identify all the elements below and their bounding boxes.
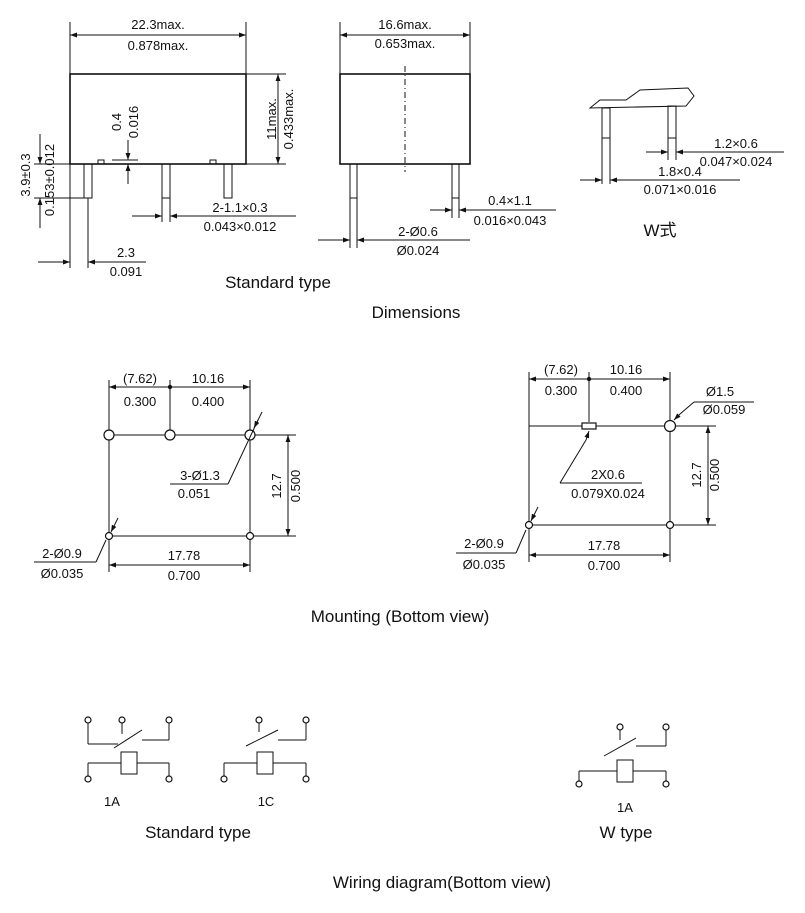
pin-size-in-label: 0.043×0.012 bbox=[204, 219, 277, 234]
mount-left-width-in: 0.700 bbox=[168, 568, 201, 583]
w-pin-a-in-label: 0.047×0.024 bbox=[700, 154, 773, 169]
mounting-hole bbox=[244, 429, 256, 441]
mount-right-slot-mm: 2X0.6 bbox=[591, 467, 625, 482]
pin bbox=[223, 163, 233, 199]
mount-right-pitch-a-in: 0.300 bbox=[545, 383, 578, 398]
mount-right-width-in: 0.700 bbox=[588, 558, 621, 573]
width-in-label: 0.878max. bbox=[128, 38, 189, 53]
mount-right-hole2-in: Ø0.035 bbox=[463, 557, 506, 572]
mount-right-pitch-b-mm: 10.16 bbox=[610, 362, 643, 377]
w-type-label: W式 bbox=[643, 221, 676, 240]
mounting-hole bbox=[245, 531, 255, 541]
mount-left-hole3-in: 0.051 bbox=[178, 486, 211, 501]
coil bbox=[256, 751, 274, 775]
w-type-view: 1.2×0.6 0.047×0.024 1.8×0.4 0.071×0.016 … bbox=[580, 87, 784, 240]
pin-length-mm-label: 3.9±0.3 bbox=[18, 153, 33, 196]
mount-left-hole2-in: Ø0.035 bbox=[41, 566, 84, 581]
mount-right-hole-mm: Ø1.5 bbox=[706, 384, 734, 399]
w-pin-b-mm-label: 1.8×0.4 bbox=[658, 164, 702, 179]
mounting-hole bbox=[665, 520, 675, 530]
mount-right-pitch-a-mm: (7.62) bbox=[544, 362, 578, 377]
side-pin-size-in-label: 0.016×0.043 bbox=[474, 213, 547, 228]
offset-in-label: 0.091 bbox=[110, 264, 143, 279]
mounting-hole bbox=[104, 531, 114, 541]
mount-left-pitch-b-in: 0.400 bbox=[192, 394, 225, 409]
mounting-title: Mounting (Bottom view) bbox=[311, 607, 490, 626]
mounting-hole bbox=[164, 429, 176, 441]
mount-left-pitch-b-mm: 10.16 bbox=[192, 371, 225, 386]
wiring-w-1a: 1A bbox=[575, 723, 670, 815]
mount-left-height-mm: 12.7 bbox=[269, 473, 284, 498]
standard-type-label: Standard type bbox=[225, 273, 331, 292]
side-pin-dia-mm-label: 2-Ø0.6 bbox=[398, 224, 438, 239]
wiring-1a-label: 1A bbox=[104, 794, 120, 809]
mount-right-height-in: 0.500 bbox=[707, 459, 722, 492]
mounting-hole bbox=[524, 520, 534, 530]
mount-left-width-mm: 17.78 bbox=[168, 548, 201, 563]
mounting-slot bbox=[581, 422, 597, 430]
coil bbox=[120, 751, 138, 775]
mount-left-pitch-a-in: 0.300 bbox=[124, 394, 157, 409]
wiring-standard-type-label: Standard type bbox=[145, 823, 251, 842]
mounting-hole bbox=[663, 419, 677, 433]
wiring-w-1a-label: 1A bbox=[617, 800, 633, 815]
wiring-w-type-label: W type bbox=[600, 823, 653, 842]
side-pin-size-mm-label: 0.4×1.1 bbox=[488, 193, 532, 208]
mount-right-width-mm: 17.78 bbox=[588, 538, 621, 553]
mount-left-height-in: 0.500 bbox=[288, 470, 303, 503]
mount-left-hole3-mm: 3-Ø1.3 bbox=[180, 468, 220, 483]
mount-right-height-mm: 12.7 bbox=[689, 462, 704, 487]
wiring-1c: 1C bbox=[220, 716, 310, 809]
w-pin-a-mm-label: 1.2×0.6 bbox=[714, 136, 758, 151]
side-width-in-label: 0.653max. bbox=[375, 36, 436, 51]
mount-right-hole2-mm: 2-Ø0.9 bbox=[464, 536, 504, 551]
dimensions-title: Dimensions bbox=[372, 303, 461, 322]
pin bbox=[451, 163, 460, 199]
side-view: 16.6max. 0.653max. 2-Ø0.6 Ø0.024 0.4×1.1… bbox=[318, 17, 556, 258]
height-mm-label: 11max. bbox=[264, 98, 279, 140]
w-pin-b-in-label: 0.071×0.016 bbox=[644, 182, 717, 197]
pin bbox=[601, 107, 611, 139]
mounting-hole bbox=[103, 429, 115, 441]
side-width-mm-label: 16.6max. bbox=[378, 17, 431, 32]
mount-left-hole2-mm: 2-Ø0.9 bbox=[42, 546, 82, 561]
pin-size-mm-label: 2-1.1×0.3 bbox=[212, 200, 267, 215]
mounting-left: (7.62) 0.300 10.16 0.400 3-Ø1.3 0.051 12… bbox=[34, 371, 303, 583]
side-pin-dia-in-label: Ø0.024 bbox=[397, 243, 440, 258]
mount-right-hole-in: Ø0.059 bbox=[703, 402, 746, 417]
mount-left-pitch-a-mm: (7.62) bbox=[123, 371, 157, 386]
wiring-1a: 1A bbox=[84, 716, 173, 809]
front-view: 22.3max. 0.878max. 11max. 0.433max. 0.4 … bbox=[18, 17, 331, 292]
relay-body-front bbox=[69, 73, 247, 165]
wiring-1c-label: 1C bbox=[258, 794, 275, 809]
pin bbox=[349, 163, 358, 199]
relay-body-side bbox=[339, 73, 471, 165]
standoff bbox=[97, 159, 105, 165]
coil bbox=[616, 759, 634, 783]
pin bbox=[667, 105, 677, 139]
gap-in-label: 0.016 bbox=[126, 106, 141, 139]
mount-right-slot-in: 0.079X0.024 bbox=[571, 486, 645, 501]
wiring-title: Wiring diagram(Bottom view) bbox=[333, 873, 551, 892]
w-terminal-body bbox=[588, 87, 695, 109]
standoff bbox=[209, 159, 217, 165]
width-mm-label: 22.3max. bbox=[131, 17, 184, 32]
pin bbox=[161, 163, 171, 199]
gap-mm-label: 0.4 bbox=[109, 113, 124, 131]
height-in-label: 0.433max. bbox=[281, 89, 296, 150]
offset-mm-label: 2.3 bbox=[117, 245, 135, 260]
mount-right-pitch-b-in: 0.400 bbox=[610, 383, 643, 398]
mounting-outline bbox=[108, 434, 251, 537]
pin-length-in-label: 0.153±0.012 bbox=[42, 144, 57, 216]
pin bbox=[83, 163, 93, 199]
mounting-right: (7.62) 0.300 10.16 0.400 Ø1.5 Ø0.059 2X0… bbox=[456, 362, 754, 573]
